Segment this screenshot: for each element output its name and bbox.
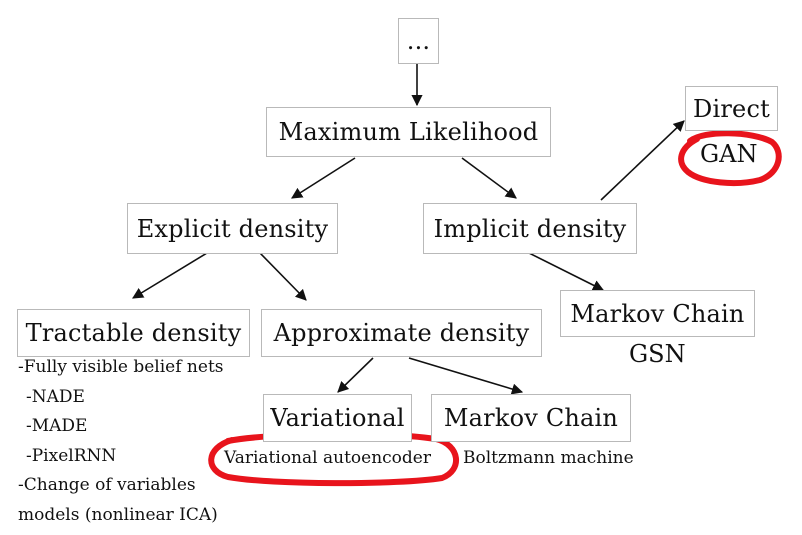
note-change-of-variables: -Change of variables [18, 475, 196, 495]
arrow-implicit-to-markov-chain [528, 252, 605, 291]
markov-chain-approx-node: Markov Chain [431, 394, 631, 442]
note-pixelrnn: -PixelRNN [26, 445, 117, 466]
gan-label: GAN [700, 140, 758, 168]
markov-chain-implicit-label: Markov Chain [570, 299, 745, 328]
explicit-density-label: Explicit density [136, 214, 329, 243]
markov-chain-implicit-node: Markov Chain [560, 290, 755, 337]
variational-node: Variational [263, 394, 412, 442]
variational-autoencoder-label: Variational autoencoder [224, 448, 431, 468]
arrow-explicit-to-approximate [259, 252, 307, 301]
maximum-likelihood-node: Maximum Likelihood [266, 107, 551, 157]
variational-label: Variational [270, 404, 405, 432]
markov-chain-approx-label: Markov Chain [443, 404, 619, 432]
boltzmann-machine-label: Boltzmann machine [463, 448, 634, 468]
explicit-density-node: Explicit density [127, 203, 338, 254]
note-nonlinear-ica: models (nonlinear ICA) [18, 504, 218, 525]
tractable-density-notes: -Fully visible belief nets -NADE -MADE -… [18, 353, 224, 530]
arrow-approximate-to-variational [337, 357, 374, 393]
note-made: -MADE [26, 416, 88, 436]
note-fully-visible-belief-nets: -Fully visible belief nets [18, 357, 224, 377]
root-ellipsis-node: ... [398, 18, 439, 64]
direct-node: Direct [685, 86, 778, 131]
arrow-max-likelihood-to-implicit [461, 157, 517, 199]
implicit-density-label: Implicit density [433, 214, 627, 243]
arrow-max-likelihood-to-explicit [291, 157, 356, 199]
direct-label: Direct [693, 94, 770, 123]
approximate-density-node: Approximate density [261, 309, 542, 357]
arrow-explicit-to-tractable [132, 252, 208, 299]
gsn-label: GSN [629, 340, 686, 368]
implicit-density-node: Implicit density [423, 203, 637, 254]
root-ellipsis-label: ... [406, 27, 431, 55]
tractable-density-node: Tractable density [17, 309, 250, 357]
note-nade: -NADE [26, 386, 85, 407]
approximate-density-label: Approximate density [273, 319, 530, 347]
maximum-likelihood-label: Maximum Likelihood [278, 118, 539, 146]
arrow-implicit-to-direct [600, 120, 685, 201]
arrow-approximate-to-markov-chain [408, 357, 524, 395]
tractable-density-label: Tractable density [25, 319, 242, 347]
gan-highlight-ellipse [678, 130, 782, 187]
